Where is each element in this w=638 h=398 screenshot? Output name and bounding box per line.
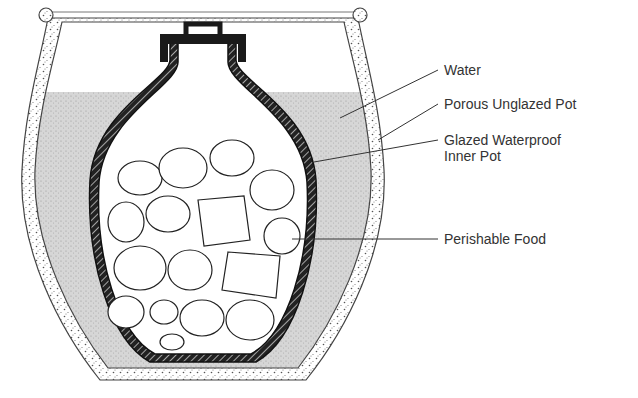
leader-line [314, 140, 438, 162]
leader-line [378, 104, 438, 140]
lid-handle [186, 24, 220, 34]
inner-pot-wall [90, 40, 317, 362]
leader-line [340, 70, 438, 118]
porous-pot-wall [22, 18, 385, 380]
rim-knob [39, 8, 53, 22]
inner-pot-label: Glazed Waterproof Inner Pot [444, 132, 584, 164]
food-label: Perishable Food [444, 231, 624, 247]
inner-pot-cavity [99, 42, 308, 354]
leader-line [292, 239, 438, 240]
food-items [108, 140, 300, 350]
water-label: Water [444, 62, 624, 78]
outer-pot-label: Porous Unglazed Pot [444, 96, 624, 112]
rim-line [44, 12, 362, 13]
rim-knob [353, 8, 367, 22]
lid [160, 34, 246, 62]
